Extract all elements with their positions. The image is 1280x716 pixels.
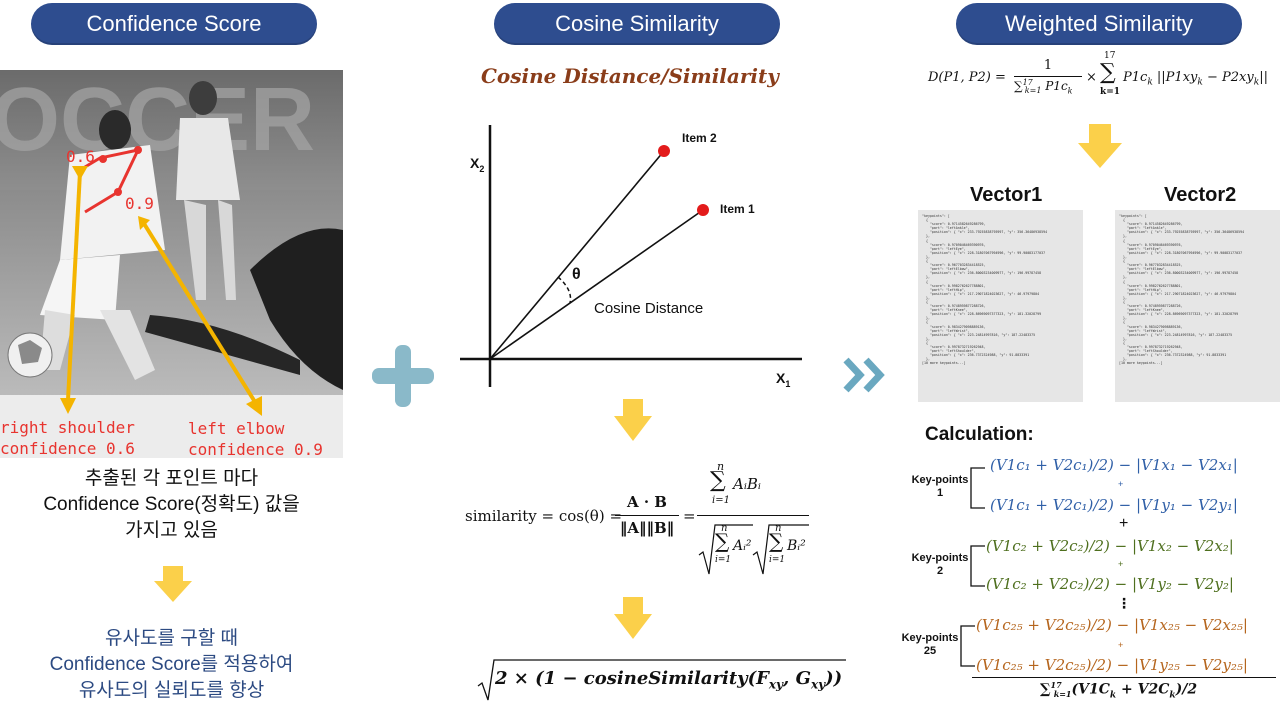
- kp-value-shoulder: 0.6: [66, 147, 95, 166]
- formula-numerator: A · B: [627, 493, 667, 511]
- plus-icon: [372, 345, 434, 407]
- sum-top-sign: ∑: [710, 468, 726, 493]
- distance-sqrt: [477, 659, 846, 701]
- chevron-right-icon: [843, 357, 885, 393]
- calculation-title: Calculation:: [925, 424, 1034, 445]
- sum-a-term: Aᵢ²: [733, 538, 752, 554]
- confidence-description: 추출된 각 포인트 마다 Confidence Score(정확도) 값을 가지…: [0, 466, 343, 544]
- weighted-sum-top: 17: [1104, 51, 1116, 61]
- kp1-eq-y: (V1c₁ + V2c₁)/2) − |V1y₁ − V2y₁|: [990, 496, 1238, 514]
- vector1-json: "keypoints": [ { "score": 0.971458264928…: [918, 210, 1083, 402]
- formula-denominator: ‖A‖‖B‖: [619, 519, 675, 537]
- theta-arc: [557, 276, 572, 304]
- vector1-title: Vector1: [970, 184, 1043, 206]
- cosine-chart-title: Cosine Distance/Similarity: [481, 64, 779, 88]
- weighted-sum-bottom: k=1: [1100, 87, 1121, 97]
- cosine-diagram: [460, 125, 802, 387]
- keypoint-elbow-top: [134, 146, 142, 154]
- kp2-eq-x: (V1c₂ + V2c₂)/2) − |V1x₂ − V2x₂|: [986, 537, 1234, 555]
- fraction-bar: [972, 677, 1276, 678]
- label-item2: Item 2: [682, 131, 717, 145]
- sum-b-n: n: [775, 523, 782, 534]
- kp2-eq-y: (V1c₂ + V2c₂)/2) − |V1y₂ − V2y₂|: [986, 575, 1234, 593]
- sum-b-sign: ∑: [769, 529, 784, 553]
- weighted-lhs: D(P1, P2) =: [928, 70, 1006, 85]
- formula-equals: =: [683, 507, 696, 525]
- desc-line-3: 가지고 있음: [125, 520, 218, 541]
- weighted-formula: D(P1, P2) = 1 ∑17k=1 P1ck × 17 ∑ k=1 P1c…: [928, 51, 1278, 104]
- pointer-line-shoulder: [66, 171, 82, 401]
- benefit-line-2: Confidence Score를 적용하여: [49, 654, 294, 675]
- kp1-plus: +: [1118, 479, 1124, 489]
- point-item2: [658, 145, 670, 157]
- sum-a-n: n: [721, 523, 728, 534]
- kp1-eq-x: (V1c₁ + V2c₁)/2) − |V1x₁ − V2x₁|: [990, 456, 1238, 474]
- label-elbow-line2: confidence 0.9: [188, 440, 323, 458]
- vertical-dots: ⋮: [1117, 595, 1131, 611]
- weighted-times: ×: [1086, 70, 1097, 85]
- sum-top-term: AᵢBᵢ: [733, 475, 761, 493]
- sum-b-term: Bᵢ²: [787, 538, 806, 554]
- kp1-label: Key-points 1: [911, 474, 969, 499]
- weighted-sum-sign: ∑: [1100, 60, 1116, 85]
- banner-text: OCCER: [0, 70, 315, 170]
- kp25-plus: +: [1118, 640, 1124, 650]
- arrow-down-left: [154, 566, 192, 602]
- point-item1: [697, 204, 709, 216]
- kp2-label: Key-points 2: [911, 552, 969, 577]
- sum-top-i: i=1: [712, 495, 730, 506]
- arrow-down-mid-2: [614, 597, 652, 639]
- vector-item1: [489, 209, 704, 360]
- desc-line-1: 추출된 각 포인트 마다: [84, 468, 259, 489]
- label-theta: θ: [572, 266, 581, 283]
- sum-b-i: i=1: [769, 555, 786, 565]
- kp2-bracket: [970, 545, 985, 587]
- vector2-title: Vector2: [1164, 184, 1237, 206]
- big-plus: +: [1119, 515, 1129, 532]
- sum-top-n: n: [717, 460, 725, 473]
- desc-line-2: Confidence Score(정확도) 값을: [43, 494, 300, 515]
- keypoint-elbow: [114, 188, 122, 196]
- benefit-line-3: 유사도의 실뢰도를 향상: [78, 680, 265, 701]
- weighted-frac-den: ∑17k=1 P1ck: [1014, 78, 1073, 96]
- arrow-down-mid-1: [614, 399, 652, 441]
- header-confidence-score: Confidence Score: [31, 3, 317, 45]
- kp25-eq-y: (V1c₂₅ + V2c₂₅)/2) − |V1y₂₅ − V2y₂₅|: [976, 656, 1248, 674]
- kp25-eq-x: (V1c₂₅ + V2c₂₅)/2) − |V1x₂₅ − V2x₂₅|: [976, 616, 1248, 634]
- sum-a-i: i=1: [715, 555, 732, 565]
- confidence-benefit: 유사도를 구할 때 Confidence Score를 적용하여 유사도의 실뢰…: [0, 626, 343, 704]
- soccer-photo-graphic: OCCER: [0, 70, 343, 458]
- similarity-formula: similarity = cos(θ) = A · B ‖A‖‖B‖ = n ∑…: [465, 460, 815, 585]
- arrow-down-right: [1078, 124, 1122, 168]
- kp25-bracket: [960, 625, 975, 667]
- keypoint-shoulder: [99, 155, 107, 163]
- weighted-frac-num: 1: [1043, 58, 1053, 73]
- vector-item2: [489, 150, 665, 360]
- label-shoulder-line2: confidence 0.6: [0, 439, 135, 458]
- label-elbow-line1: left elbow: [188, 419, 285, 438]
- axis-x1: X1: [776, 370, 791, 389]
- distance-formula: 2 × (1 − cosineSimilarity(Fxy, Gxy)): [495, 668, 843, 692]
- sum-a-sign: ∑: [715, 529, 730, 553]
- header-cosine-similarity: Cosine Similarity: [494, 3, 780, 45]
- label-item1: Item 1: [720, 202, 755, 216]
- kp25-label: Key-points 25: [901, 632, 959, 657]
- calc-denominator: ∑17k=1(V1Ck + V2Ck)/2: [1040, 680, 1198, 701]
- weighted-term: P1ck ||P1xyk − P2xyk||: [1123, 70, 1268, 88]
- kp2-plus: +: [1118, 559, 1124, 569]
- soccer-photo: OCCER 0.6 0.9 right shoulder confidence …: [0, 70, 343, 458]
- header-weighted-similarity: Weighted Similarity: [956, 3, 1242, 45]
- kp1-bracket: [970, 467, 985, 509]
- label-shoulder-line1: right shoulder: [0, 418, 135, 437]
- label-cosine-distance: Cosine Distance: [594, 300, 704, 317]
- pointer-line-elbow: [141, 220, 257, 404]
- kp-value-elbow: 0.9: [125, 194, 154, 213]
- vector2-json: "keypoints": [ { "score": 0.971458264928…: [1115, 210, 1280, 402]
- axis-x2: X2: [470, 155, 485, 174]
- formula-lhs: similarity = cos(θ) =: [465, 507, 623, 525]
- sqrt-signs: [698, 524, 809, 575]
- keypoint-overlay: [60, 146, 262, 416]
- benefit-line-1: 유사도를 구할 때: [105, 628, 238, 649]
